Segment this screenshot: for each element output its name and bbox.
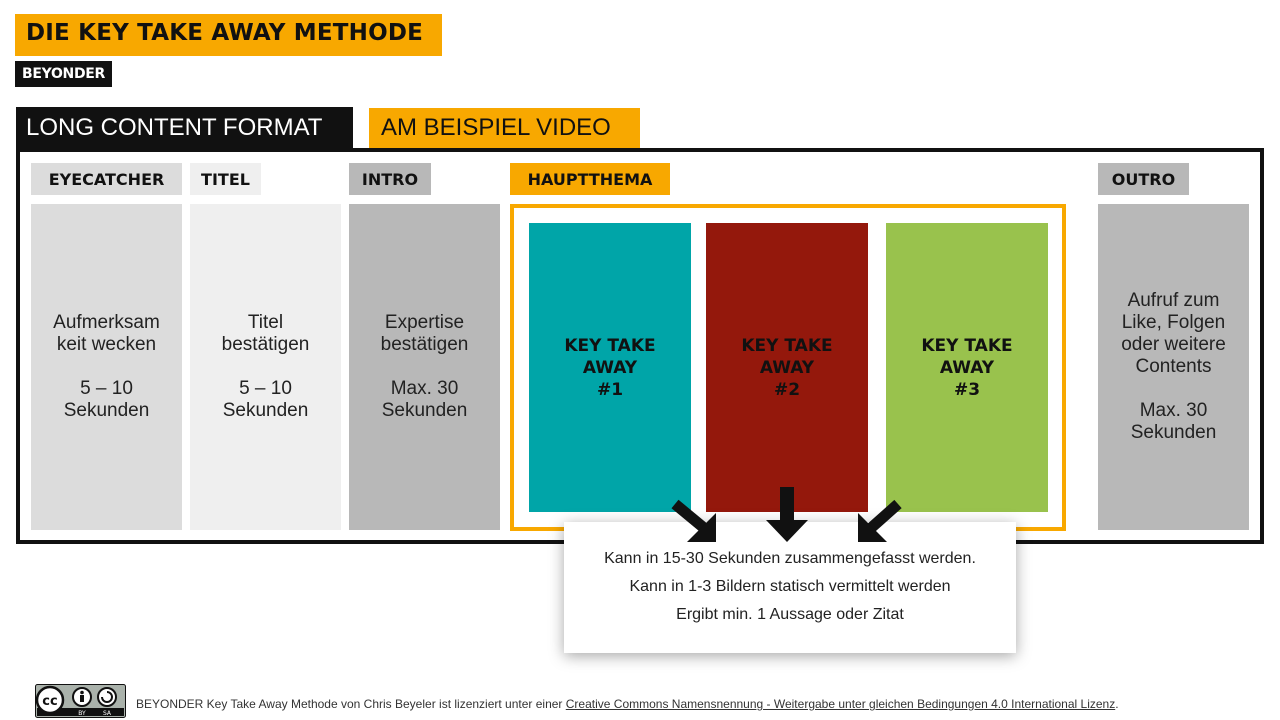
license-footer: BEYONDER Key Take Away Methode von Chris… [136,697,1119,711]
titel-text: Titel bestätigen 5 – 10 Sekunden [221,312,310,421]
arrow-down-left-icon [858,499,902,542]
arrows-group [671,487,902,542]
summary-note: Kann in 15-30 Sekunden zusammengefasst w… [564,522,1016,653]
beyonder-logo: BEYONDER [15,61,112,87]
label-outro: OUTRO [1098,163,1189,195]
page-title: DIE KEY TAKE AWAY METHODE [26,20,424,46]
creative-commons-badge: cc BY SA [35,684,126,718]
key-take-away-3-text: KEY TAKE AWAY #3 [921,335,1013,400]
column-intro: Expertise bestätigen Max. 30 Sekunden [349,204,500,530]
key-take-away-2: KEY TAKE AWAY #2 [706,223,868,512]
intro-text: Expertise bestätigen Max. 30 Sekunden [380,312,469,421]
title-bar [15,14,442,56]
label-intro: INTRO [349,163,431,195]
column-outro: Aufruf zum Like, Folgen oder weitere Con… [1098,204,1249,530]
license-link[interactable]: Creative Commons Namensnennung - Weiterg… [565,697,1116,711]
license-text: BEYONDER Key Take Away Methode von Chris… [136,697,563,711]
key-take-away-1: KEY TAKE AWAY #1 [529,223,691,512]
cc-sa-label: SA [103,710,112,717]
tab-long-content-format: LONG CONTENT FORMAT [16,107,353,149]
arrow-down-icon [766,487,808,542]
note-line-2: Kann in 1-3 Bildern statisch vermittelt … [629,578,951,595]
label-eyecatcher: EYECATCHER [31,163,182,195]
eyecatcher-text: Aufmerksam keit wecken 5 – 10 Sekunden [53,312,160,421]
note-line-3: Ergibt min. 1 Aussage oder Zitat [676,606,904,623]
key-take-away-1-text: KEY TAKE AWAY #1 [564,335,656,400]
column-eyecatcher: Aufmerksam keit wecken 5 – 10 Sekunden [31,204,182,530]
key-take-away-2-text: KEY TAKE AWAY #2 [741,335,833,400]
key-take-away-3: KEY TAKE AWAY #3 [886,223,1048,512]
arrow-down-right-icon [671,499,716,542]
outro-text: Aufruf zum Like, Folgen oder weitere Con… [1121,290,1226,443]
label-hauptthema: HAUPTTHEMA [510,163,670,195]
svg-text:cc: cc [42,694,57,709]
note-line-1: Kann in 15-30 Sekunden zusammengefasst w… [604,550,976,567]
tab-example-video: AM BEISPIEL VIDEO [369,108,640,148]
cc-by-label: BY [78,710,86,717]
license-end: . [1115,697,1119,711]
label-titel: TITEL [190,163,261,195]
column-titel: Titel bestätigen 5 – 10 Sekunden [190,204,341,530]
